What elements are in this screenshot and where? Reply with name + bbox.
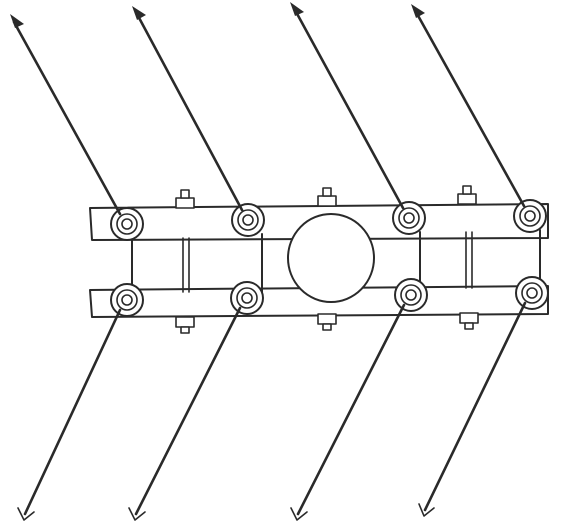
roller-lower-1: [110, 283, 144, 317]
arrow-down-2: [128, 306, 242, 521]
arrow-up-2: [132, 6, 244, 212]
spacer-right: [465, 231, 473, 289]
arrow-up-1: [10, 14, 122, 216]
bolt-bottom-2: [317, 313, 337, 331]
roller-upper-1: [110, 207, 144, 241]
arrow-down-3: [290, 303, 406, 521]
roller-upper-3: [392, 201, 426, 235]
bolt-bottom-1: [175, 316, 195, 334]
bolt-top-1: [175, 189, 195, 209]
center-hub: [287, 213, 375, 303]
arrow-down-4: [418, 301, 527, 517]
bolt-bottom-3: [459, 312, 479, 330]
arrow-up-4: [411, 4, 526, 208]
roller-upper-2: [231, 203, 265, 237]
roller-lower-3: [394, 278, 428, 312]
roller-lower-2: [230, 281, 264, 315]
lower-bar: [89, 285, 549, 318]
bolt-top-3: [457, 185, 477, 205]
spacer-left: [182, 237, 190, 293]
arrow-up-3: [290, 2, 405, 210]
bolt-top-2: [317, 187, 337, 207]
roller-lower-4: [515, 276, 549, 310]
roller-upper-4: [513, 199, 547, 233]
arrow-down-1: [17, 308, 122, 521]
